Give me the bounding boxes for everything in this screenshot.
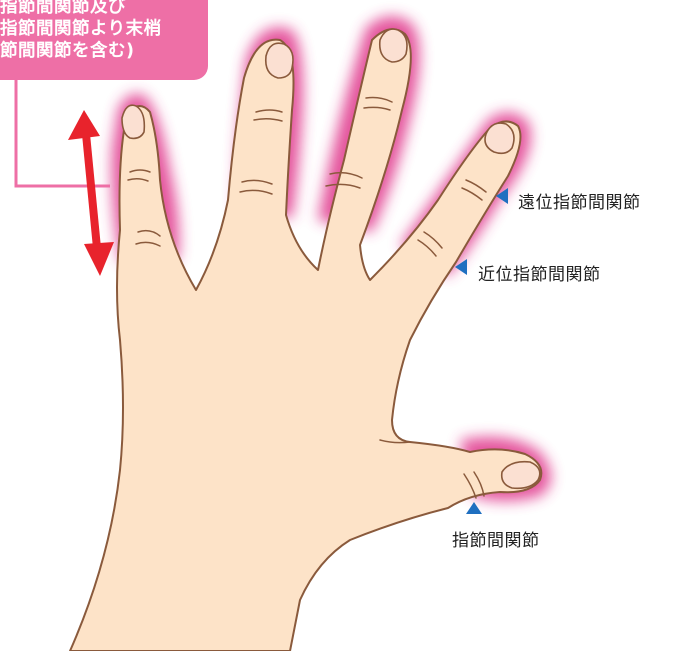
callout-line-2: 指節間関節より末梢 (0, 18, 208, 40)
dip-joint-label: 遠位指節間関節 (518, 188, 641, 213)
callout-line-3: 節間関節を含む) (0, 40, 208, 62)
range-double-arrow (68, 110, 114, 276)
callout-line-1: 指節間関節及び (0, 0, 208, 18)
ip-joint-label: 指節間関節 (452, 526, 540, 551)
callout-box: 指節間関節及び 指節間関節より末梢 節間関節を含む) (0, 0, 208, 80)
pip-joint-label: 近位指節間関節 (478, 260, 601, 285)
ip-marker-icon (466, 502, 482, 514)
